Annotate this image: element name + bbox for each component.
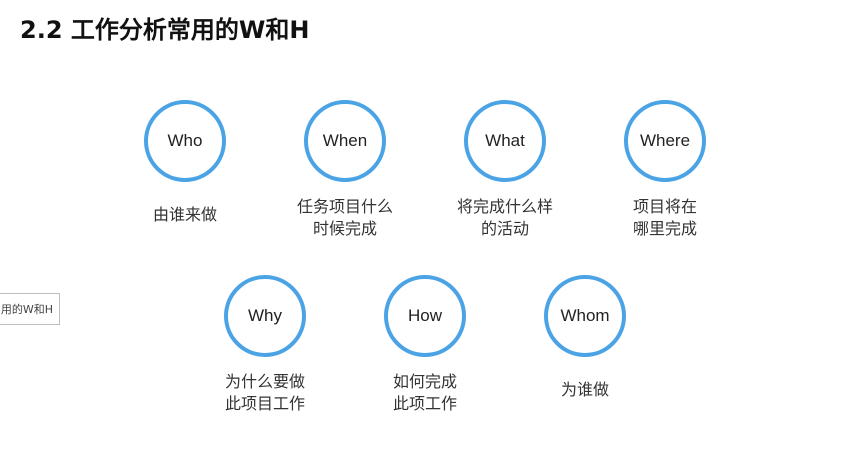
how-circle: How [384, 275, 466, 357]
node-what: What 将完成什么样 的活动 [445, 100, 565, 240]
where-circle: Where [624, 100, 706, 182]
node-why: Why 为什么要做 此项目工作 [205, 275, 325, 415]
why-description: 为什么要做 此项目工作 [224, 372, 305, 413]
side-tab[interactable]: 用的W和H [0, 293, 60, 325]
slide-title: 2.2 工作分析常用的W和H [20, 16, 310, 44]
node-who: Who 由谁来做 [125, 100, 245, 226]
node-whom: Whom 为谁做 [525, 275, 645, 401]
when-circle: When [304, 100, 386, 182]
where-description: 项目将在 哪里完成 [632, 197, 697, 238]
whom-description: 为谁做 [560, 380, 609, 399]
how-label: How [407, 306, 442, 325]
what-circle: What [464, 100, 546, 182]
who-label: Who [167, 131, 203, 150]
whom-circle: Whom [544, 275, 626, 357]
who-circle: Who [144, 100, 226, 182]
why-circle: Why [224, 275, 306, 357]
whom-label: Whom [560, 306, 610, 325]
when-label: When [322, 131, 368, 150]
node-where: Where 项目将在 哪里完成 [605, 100, 725, 240]
how-description: 如何完成 此项工作 [392, 372, 457, 413]
who-description: 由谁来做 [152, 205, 217, 224]
node-how: How 如何完成 此项工作 [365, 275, 485, 415]
node-when: When 任务项目什么 时候完成 [285, 100, 405, 240]
why-label: Why [248, 306, 282, 325]
what-description: 将完成什么样 的活动 [456, 197, 553, 238]
what-label: What [485, 131, 525, 150]
where-label: Where [639, 131, 691, 150]
when-description: 任务项目什么 时候完成 [296, 197, 393, 238]
